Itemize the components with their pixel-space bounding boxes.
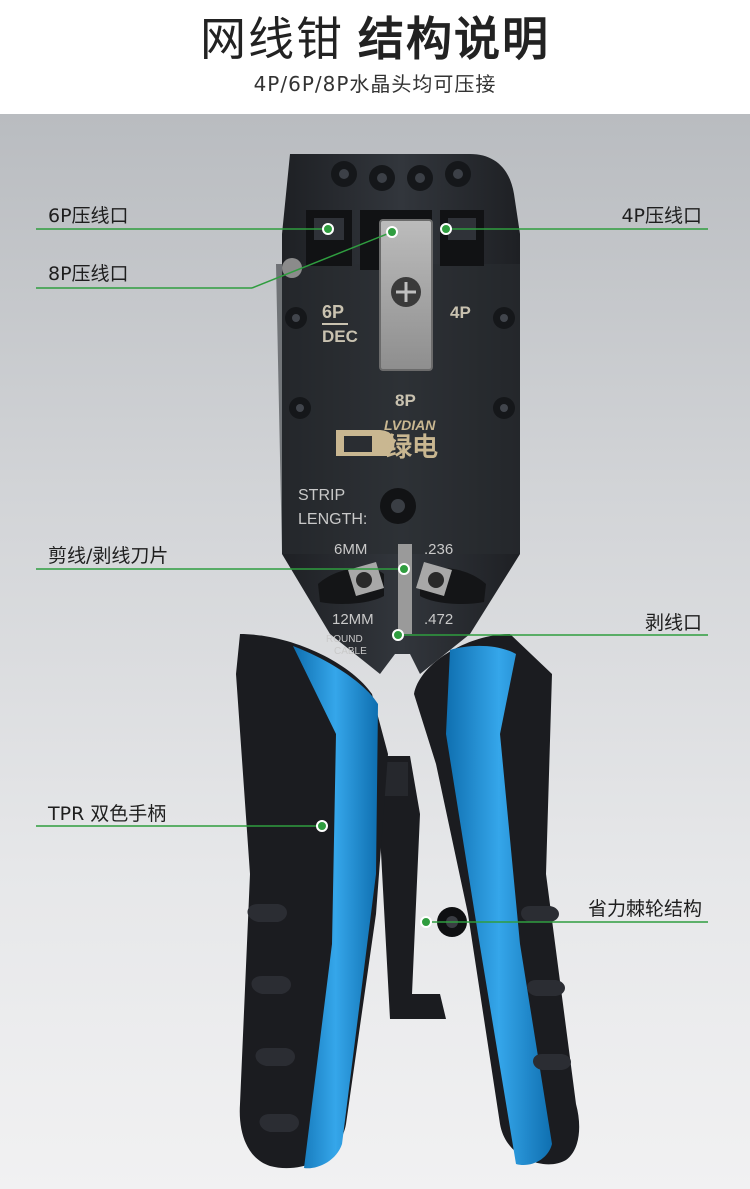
round-label-2: CABLE: [334, 646, 367, 657]
tool-head: [276, 154, 520, 674]
callout-4p-port: 4P压线口: [621, 205, 702, 227]
page-subtitle: 4P/6P/8P水晶头均可压接: [253, 72, 497, 96]
page-header: 网线钳结构说明 4P/6P/8P水晶头均可压接: [0, 0, 750, 114]
strip-metric-short: 6MM: [334, 541, 367, 558]
callout-dot-6p: [322, 223, 334, 235]
callout-dot-ratchet: [420, 916, 432, 928]
round-label-1: ROUND: [326, 634, 363, 645]
callout-line-8p-b: [251, 231, 393, 289]
strip-label-1: STRIP: [298, 487, 345, 504]
crimping-tool-illustration: 6P DEC 4P 8P LVDIAN 绿电 STRIP LENGTH: 6MM…: [36, 154, 708, 1169]
die-label-dec: DEC: [322, 327, 358, 346]
brand-latin-text: LVDIAN: [384, 417, 436, 433]
die-label-8p: 8P: [395, 391, 416, 410]
callout-lines: [36, 223, 708, 928]
head-screws: [282, 258, 515, 524]
callout-blade: 剪线/剥线刀片: [48, 545, 169, 567]
die-label-6p: 6P: [322, 302, 344, 322]
title-bold: 结构说明: [358, 12, 550, 66]
strip-metric-long: 12MM: [332, 611, 374, 628]
strip-inch-long: .472: [424, 611, 453, 628]
callout-dot-4p: [440, 223, 452, 235]
title-light: 网线钳: [200, 12, 344, 66]
left-handle: [236, 634, 388, 1169]
callout-8p-port: 8P压线口: [48, 263, 129, 285]
die-engravings: 6P DEC 4P 8P: [322, 302, 471, 410]
brand-logo: LVDIAN 绿电: [336, 417, 438, 463]
page-title: 网线钳结构说明: [0, 10, 750, 68]
brand-chinese-text: 绿电: [386, 433, 438, 463]
callout-dot-strip: [392, 629, 404, 641]
die-plate: [379, 219, 433, 371]
callout-grip: TPR 双色手柄: [48, 803, 167, 825]
product-stage: 6P DEC 4P 8P LVDIAN 绿电 STRIP LENGTH: 6MM…: [0, 114, 750, 1189]
callout-ratchet: 省力棘轮结构: [587, 898, 702, 920]
callout-strip-port: 剥线口: [644, 612, 702, 634]
die-label-4p: 4P: [450, 303, 471, 322]
callout-dot-grip: [316, 820, 328, 832]
right-handle: [414, 634, 580, 1166]
callout-6p-port: 6P压线口: [48, 205, 129, 227]
callout-dot-blade: [398, 563, 410, 575]
strip-label-2: LENGTH:: [298, 511, 367, 528]
strip-length-engraving: STRIP LENGTH: 6MM .236 12MM .472 ROUND C…: [298, 487, 453, 657]
strip-inch-short: .236: [424, 541, 453, 558]
callout-dot-8p: [386, 226, 398, 238]
